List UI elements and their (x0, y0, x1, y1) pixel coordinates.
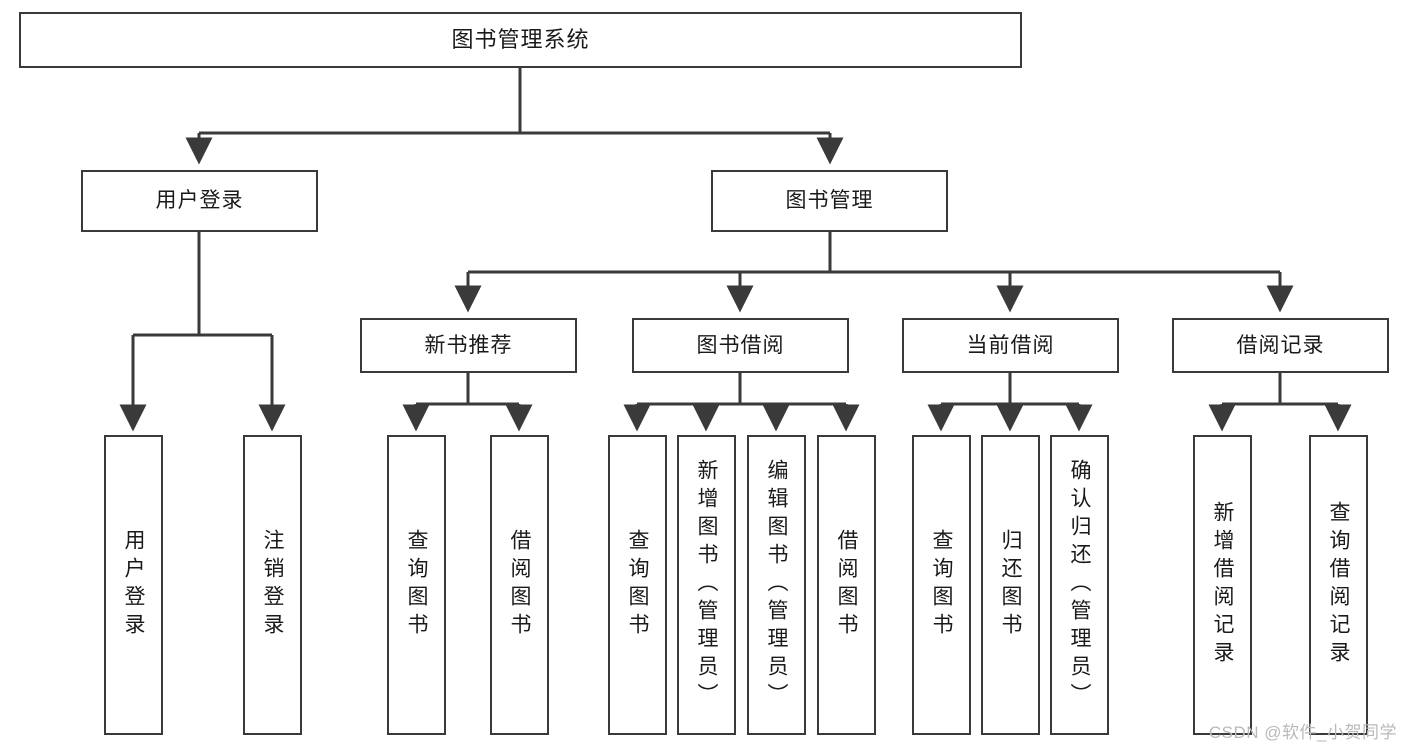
node-leaf-return-book[interactable]: 归还图书 (981, 435, 1040, 735)
node-leaf-confirm-return[interactable]: 确认归还（管理员） (1050, 435, 1109, 735)
node-new-book-recommend[interactable]: 新书推荐 (360, 318, 577, 373)
node-leaf-query-book-3[interactable]: 查询图书 (912, 435, 971, 735)
node-root-system[interactable]: 图书管理系统 (19, 12, 1022, 68)
node-leaf-query-record[interactable]: 查询借阅记录 (1309, 435, 1368, 735)
node-leaf-borrow-book-2[interactable]: 借阅图书 (817, 435, 876, 735)
node-user-login[interactable]: 用户登录 (81, 170, 318, 232)
node-borrow-record[interactable]: 借阅记录 (1172, 318, 1389, 373)
node-leaf-add-record[interactable]: 新增借阅记录 (1193, 435, 1252, 735)
node-leaf-logout-login[interactable]: 注销登录 (243, 435, 302, 735)
node-book-manage[interactable]: 图书管理 (711, 170, 948, 232)
node-leaf-user-login[interactable]: 用户登录 (104, 435, 163, 735)
node-leaf-query-book-1[interactable]: 查询图书 (387, 435, 446, 735)
node-leaf-query-book-2[interactable]: 查询图书 (608, 435, 667, 735)
node-leaf-borrow-book-1[interactable]: 借阅图书 (490, 435, 549, 735)
node-leaf-edit-book[interactable]: 编辑图书（管理员） (747, 435, 806, 735)
node-leaf-add-book[interactable]: 新增图书（管理员） (677, 435, 736, 735)
watermark-credit: CSDN @软件_小贺同学 (1208, 723, 1397, 742)
node-book-borrow[interactable]: 图书借阅 (632, 318, 849, 373)
node-current-borrow[interactable]: 当前借阅 (902, 318, 1119, 373)
